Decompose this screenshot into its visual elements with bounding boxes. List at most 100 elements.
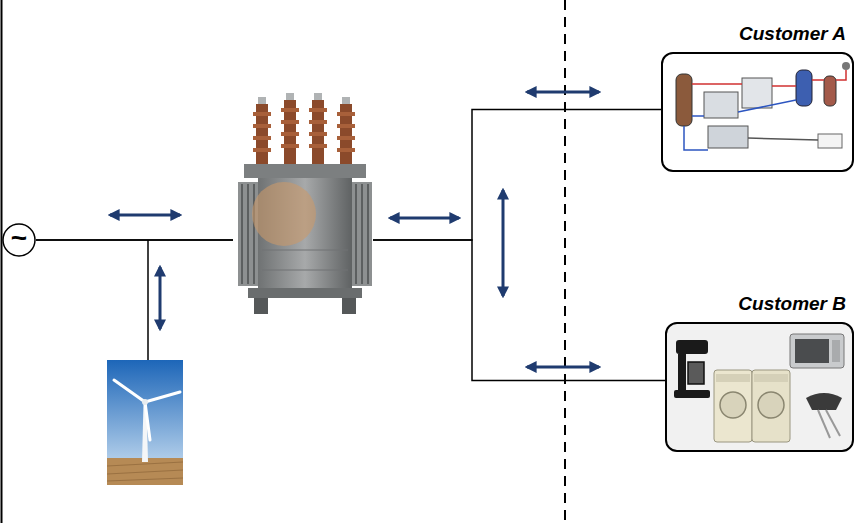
power-flow-arrows-part: [390, 217, 459, 220]
washer-dryer-part: [754, 374, 788, 382]
transformer-picture-part-part: [337, 136, 355, 140]
wind-turbine-picture-part-part: [107, 470, 183, 474]
transformer-picture-part-part: [367, 184, 369, 284]
transformer-picture-part-part: [253, 124, 271, 128]
wind-turbine-picture-part-part: [114, 380, 145, 402]
heating-system-picture-part-part: [692, 115, 704, 117]
transformer-picture-part: [256, 100, 352, 166]
heating-system-picture-part: [704, 92, 738, 118]
transformer-picture-part: [248, 288, 362, 298]
transformer-picture-part-part: [309, 144, 327, 148]
wind-turbine-picture-part: [142, 399, 148, 405]
washer-dryer-part: [716, 374, 750, 382]
transformer-picture-part-part: [309, 108, 327, 112]
transformer-picture-part-part: [253, 136, 271, 140]
customer-heading: Customer B: [738, 293, 846, 314]
transformer-picture-part-part: [253, 184, 255, 284]
turbine-feeder: [148, 240, 149, 360]
washer-dryer: [714, 370, 790, 442]
wind-turbine-picture-part: [114, 380, 180, 440]
coffee-maker-part: [674, 390, 710, 398]
boundary-dashed-line: [565, 0, 566, 523]
heating-system-picture-part: [662, 53, 853, 171]
heating-system-picture-part-part: [836, 70, 846, 80]
transformer-picture-part-part: [337, 112, 355, 116]
washer-dryer-part: [720, 392, 746, 418]
power-flow-arrows-part: [110, 214, 180, 217]
transformer-picture: [233, 92, 373, 317]
transformer-picture-part-part: [337, 148, 355, 152]
microwave-part: [795, 339, 829, 363]
heating-system-picture-part-part: [738, 100, 796, 112]
transformer-picture-part-part: [241, 184, 243, 284]
heating-system-picture-part: [676, 74, 692, 126]
transformer-picture-part: [244, 164, 366, 178]
microwave-part: [790, 334, 844, 368]
appliances-picture: [666, 323, 853, 451]
wind-turbine-picture-part-part: [107, 462, 183, 466]
heating-system-picture-part-part: [812, 79, 824, 81]
heating-system-picture-part-part: [748, 138, 818, 140]
coffee-maker-part: [678, 354, 686, 390]
transformer-picture-part-part: [309, 132, 327, 136]
turbine-feeder-part: [147, 240, 149, 360]
boundary-dashed-line-part: [564, 0, 566, 523]
transformer-picture-part-part: [342, 97, 350, 104]
power-flow-arrows-part: [527, 366, 599, 369]
wind-turbine-picture: [107, 360, 183, 485]
heating-system-picture-part: [824, 76, 836, 106]
transformer-picture-part-part: [281, 120, 299, 124]
microwave: [790, 334, 844, 368]
heating-system-picture-part: [742, 78, 772, 108]
circle-outline: [3, 224, 35, 256]
hand-mixer-part: [806, 393, 842, 410]
washer-dryer-part: [752, 370, 790, 442]
transformer-picture-part-part: [337, 124, 355, 128]
power-flow-arrows-part: [159, 267, 162, 329]
transformer-picture-part: [254, 298, 268, 314]
heading-holder: Customer B: [738, 293, 846, 315]
transformer-picture-part: [252, 182, 316, 246]
customer-heading: Customer A: [739, 23, 846, 44]
transformer-picture-part-part: [286, 93, 294, 100]
heating-system-picture-part: [842, 62, 850, 70]
heading-holder: Customer A: [739, 23, 846, 45]
microwave-part: [832, 340, 840, 362]
transformer-picture-part-part: [247, 184, 249, 284]
transformer-picture-part-part: [253, 112, 271, 116]
transformer-picture-part-part: [262, 270, 348, 271]
heating-system-picture-part: [796, 70, 812, 106]
wind-turbine-picture-part: [107, 462, 183, 481]
frame-line-part: [1, 0, 3, 523]
ac-source-circle: ~: [2, 223, 36, 257]
transformer-picture-part-part: [258, 97, 266, 104]
transformer-picture-part: [262, 250, 348, 270]
transformer-picture-part-part: [281, 132, 299, 136]
frame-line: [1, 0, 2, 523]
heating-system-picture-part-part: [692, 83, 742, 85]
customer-box: Customer A: [661, 52, 854, 172]
transformer-picture-part-part: [281, 144, 299, 148]
washer-dryer-part: [714, 370, 752, 442]
transformer-picture-part: [253, 108, 355, 152]
appliances-picture-part: [666, 323, 853, 451]
heating-system-picture-part-part: [772, 85, 796, 87]
heating-system-picture-part: [818, 134, 842, 148]
hand-mixer: [806, 393, 842, 438]
transformer-picture-part-part: [361, 184, 363, 284]
source-symbol: ~: [11, 224, 27, 252]
heating-system-picture-part-part: [684, 126, 708, 150]
transformer-picture-part: [233, 92, 373, 317]
coffee-maker: [674, 340, 710, 398]
coffee-maker-part: [676, 340, 708, 354]
transformer-picture-part: [258, 93, 350, 104]
customer-box: Customer B: [665, 322, 854, 452]
power-flow-arrows-part: [527, 91, 599, 94]
wind-turbine-picture-part: [107, 458, 183, 485]
wind-turbine-picture-part-part: [107, 478, 183, 481]
heating-system-picture-part: [708, 126, 748, 148]
heating-system-picture-part: [684, 70, 846, 150]
washer-dryer-part: [758, 392, 784, 418]
